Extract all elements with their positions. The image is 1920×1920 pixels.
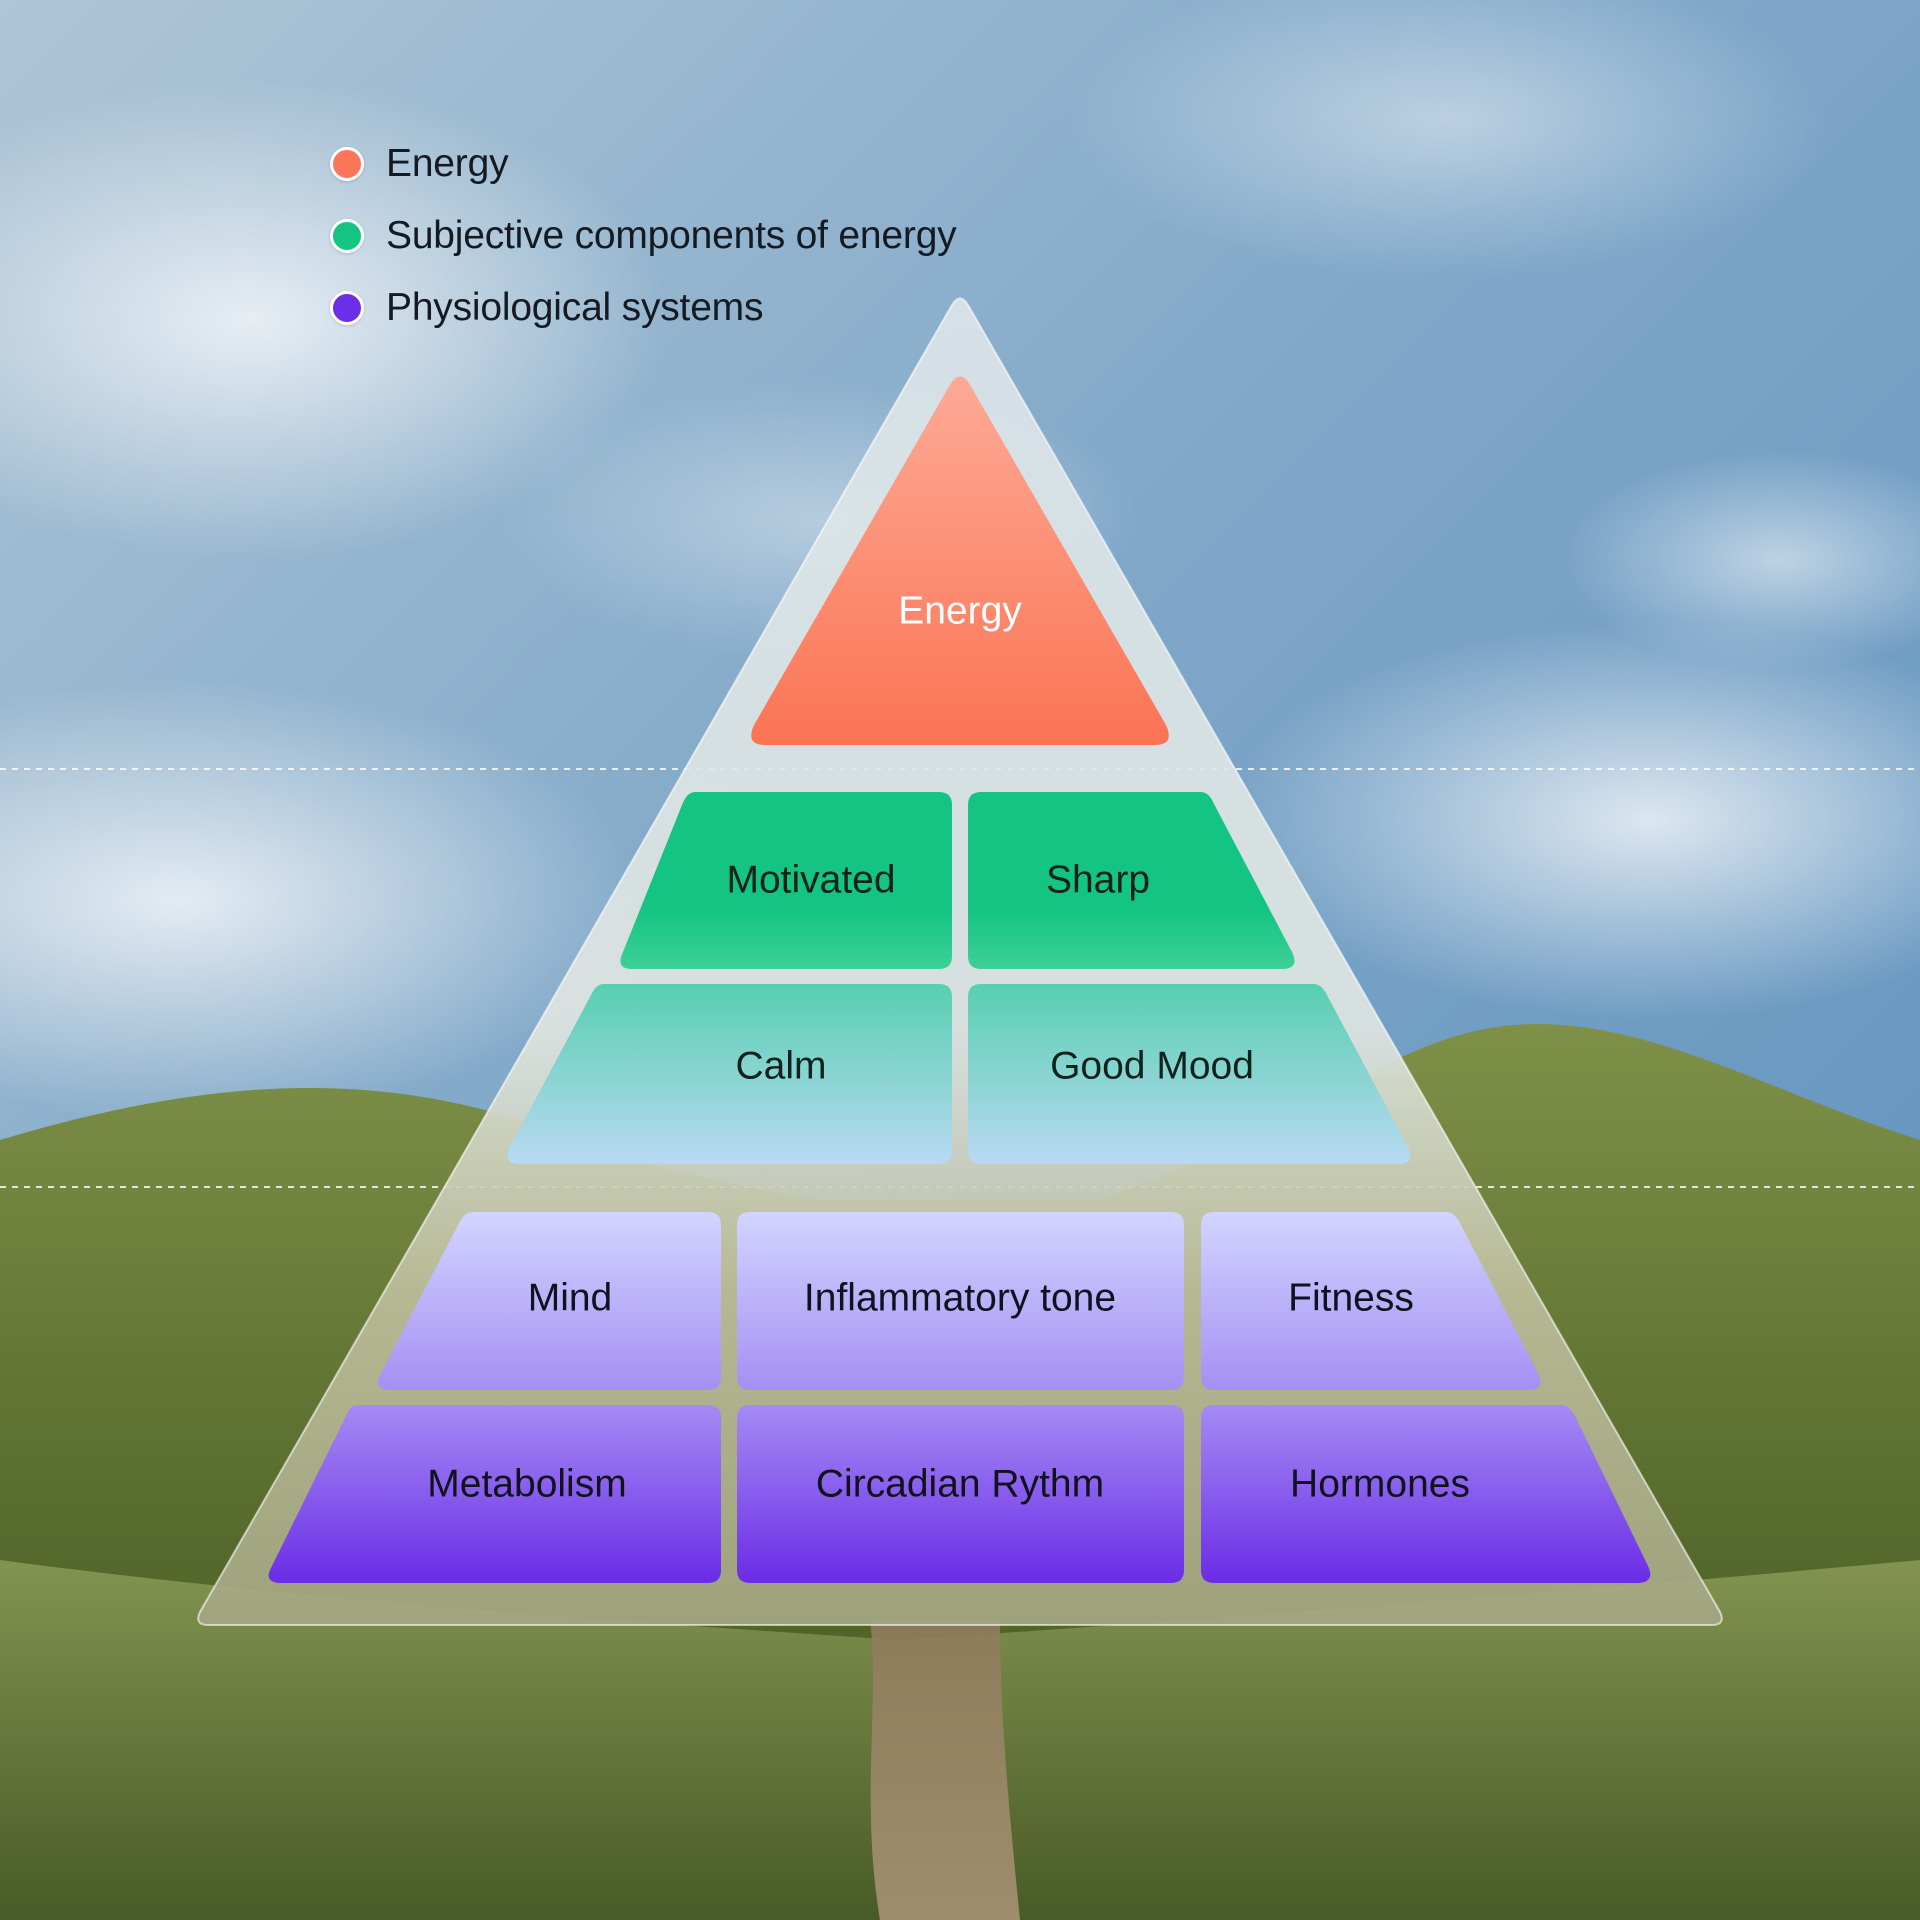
legend-label: Energy (386, 142, 509, 185)
motivated-label: Motivated (726, 858, 895, 901)
mind-label: Mind (528, 1276, 613, 1319)
sharp-block (968, 792, 1295, 969)
legend-dot-energy (330, 147, 364, 181)
sharp-label: Sharp (1046, 858, 1150, 901)
good-mood-label: Good Mood (1050, 1044, 1254, 1087)
hormones-label: Hormones (1290, 1462, 1470, 1505)
legend-item-subjective: Subjective components of energy (330, 200, 957, 272)
motivated-block (620, 792, 952, 969)
circadian-rythm-block (737, 1405, 1184, 1583)
legend-label: Subjective components of energy (386, 214, 957, 257)
circadian-rythm-label: Circadian Rythm (816, 1462, 1104, 1505)
inflammatory-tone-label: Inflammatory tone (804, 1276, 1116, 1319)
legend: Energy Subjective components of energy P… (330, 128, 957, 344)
metabolism-label: Metabolism (427, 1462, 626, 1505)
fitness-block (1201, 1212, 1541, 1390)
energy-block (751, 376, 1169, 745)
legend-dot-physiological (330, 291, 364, 325)
inflammatory-tone-block (737, 1212, 1184, 1390)
calm-block (507, 984, 952, 1164)
mind-block (378, 1212, 721, 1390)
legend-dot-subjective (330, 219, 364, 253)
calm-label: Calm (735, 1044, 826, 1087)
fitness-label: Fitness (1288, 1276, 1414, 1319)
energy-label: Energy (898, 589, 1022, 632)
legend-item-physiological: Physiological systems (330, 272, 956, 344)
good-mood-block (968, 984, 1411, 1164)
legend-item-energy: Energy (330, 128, 956, 200)
metabolism-block (268, 1405, 721, 1583)
legend-label: Physiological systems (386, 286, 764, 329)
hormones-block (1201, 1405, 1651, 1583)
